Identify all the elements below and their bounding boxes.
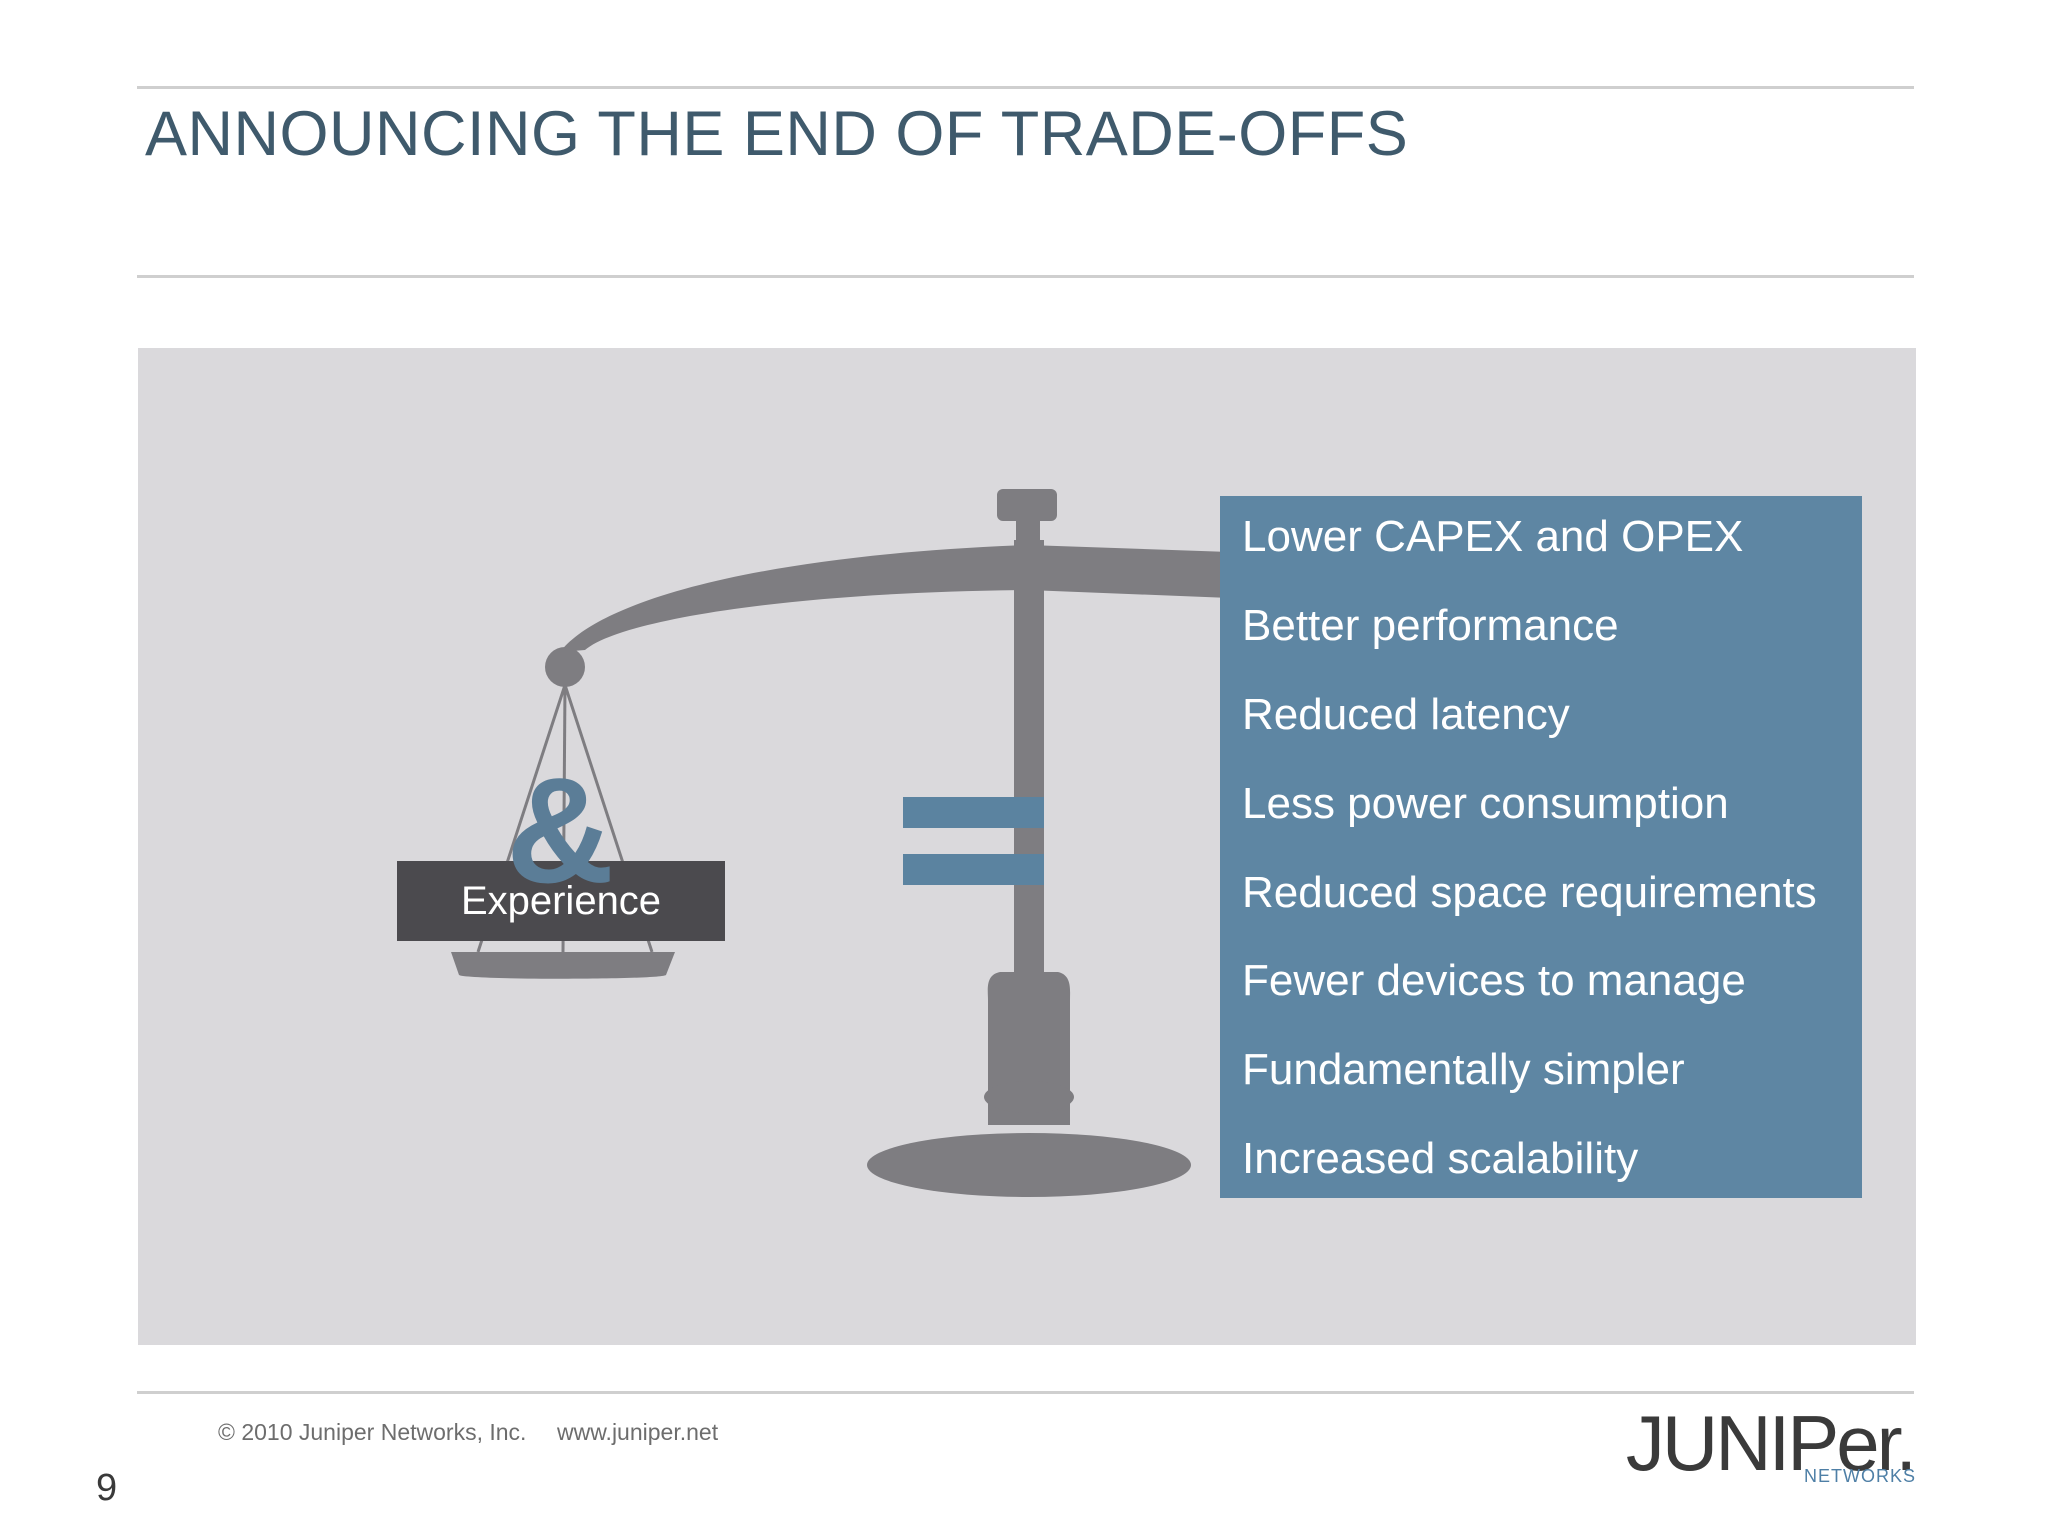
logo-wordmark: JUNIPer. — [1625, 1399, 1917, 1487]
benefit-item: Less power consumption — [1242, 779, 1729, 828]
benefit-item: Fundamentally simpler — [1242, 1045, 1685, 1094]
scale-finial — [997, 489, 1057, 521]
copyright-text: © 2010 Juniper Networks, Inc. — [218, 1419, 527, 1445]
footer-rule — [137, 1391, 1914, 1394]
benefit-item: Reduced space requirements — [1242, 868, 1817, 917]
page-number: 9 — [96, 1467, 118, 1509]
scale-pan — [451, 952, 675, 979]
benefit-item: Fewer devices to manage — [1242, 956, 1746, 1005]
scale-foot — [867, 1133, 1191, 1197]
scale-pivot-knob — [545, 647, 585, 687]
benefit-item: Better performance — [1242, 601, 1619, 650]
title-underline-rule — [137, 275, 1914, 278]
benefit-item: Reduced latency — [1242, 690, 1570, 739]
benefit-item: Lower CAPEX and OPEX — [1242, 512, 1744, 561]
equals-sign-top-bar — [903, 797, 1044, 828]
slide-title: ANNOUNCING THE END OF TRADE-OFFS — [145, 99, 1409, 169]
logo-subtitle: NETWORKS — [1803, 1466, 1916, 1486]
top-rule — [137, 86, 1914, 89]
scale-beam — [560, 545, 1230, 652]
scale-post — [1014, 540, 1044, 980]
equals-sign-bottom-bar — [903, 854, 1044, 885]
website-link[interactable]: www.juniper.net — [557, 1419, 719, 1445]
juniper-networks-logo: JUNIPer. NETWORKS — [1626, 1399, 1920, 1488]
ampersand-symbol: & — [506, 746, 615, 914]
benefits-list-box: Lower CAPEX and OPEX Better performance … — [1220, 496, 1862, 1198]
benefit-item: Increased scalability — [1242, 1134, 1639, 1183]
experience-label: Experience — [397, 861, 725, 941]
